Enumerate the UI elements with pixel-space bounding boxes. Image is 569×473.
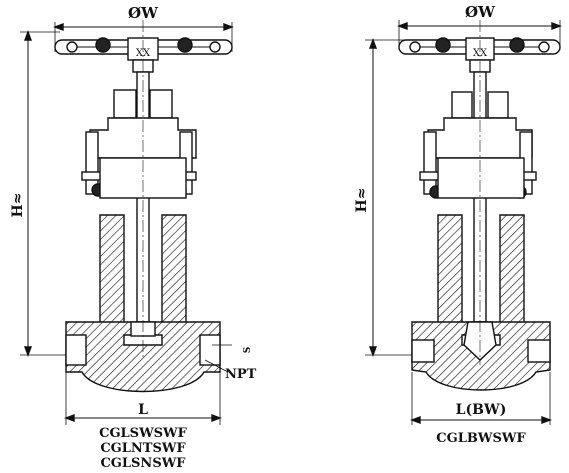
left-width-dimension	[53, 22, 234, 52]
left-height-dimension	[20, 30, 75, 357]
left-model-2: CGLNTSWF	[100, 441, 186, 456]
right-bolts	[419, 131, 537, 199]
left-length-dimension	[64, 372, 222, 425]
left-width-label: ØW	[128, 4, 159, 22]
right-height-dimension	[365, 38, 420, 357]
left-npt-label: NPT	[225, 367, 257, 382]
left-model-3: CGLSNSWF	[100, 456, 186, 471]
right-bonnet	[437, 157, 525, 199]
left-socket-label: S	[243, 347, 253, 354]
right-height-label: H≈	[354, 188, 370, 213]
left-valve-drawing: XX	[20, 20, 234, 425]
right-body	[411, 214, 551, 391]
svg-text:XX: XX	[473, 48, 488, 59]
left-body	[65, 214, 221, 393]
svg-text:XX: XX	[136, 48, 151, 59]
left-length-label: L	[138, 402, 148, 418]
right-length-dimension	[410, 372, 552, 425]
right-valve-drawing: XX	[365, 20, 562, 425]
left-yoke	[89, 117, 197, 159]
right-handwheel: XX	[398, 37, 561, 73]
left-model-1: CGLSWSWF	[99, 426, 188, 441]
left-height-label: H≈	[10, 193, 26, 218]
left-handwheel: XX	[54, 37, 233, 73]
right-model-1: CGLBWSWF	[436, 431, 526, 446]
right-length-label: L(BW)	[456, 402, 507, 418]
right-width-label: ØW	[465, 3, 496, 21]
